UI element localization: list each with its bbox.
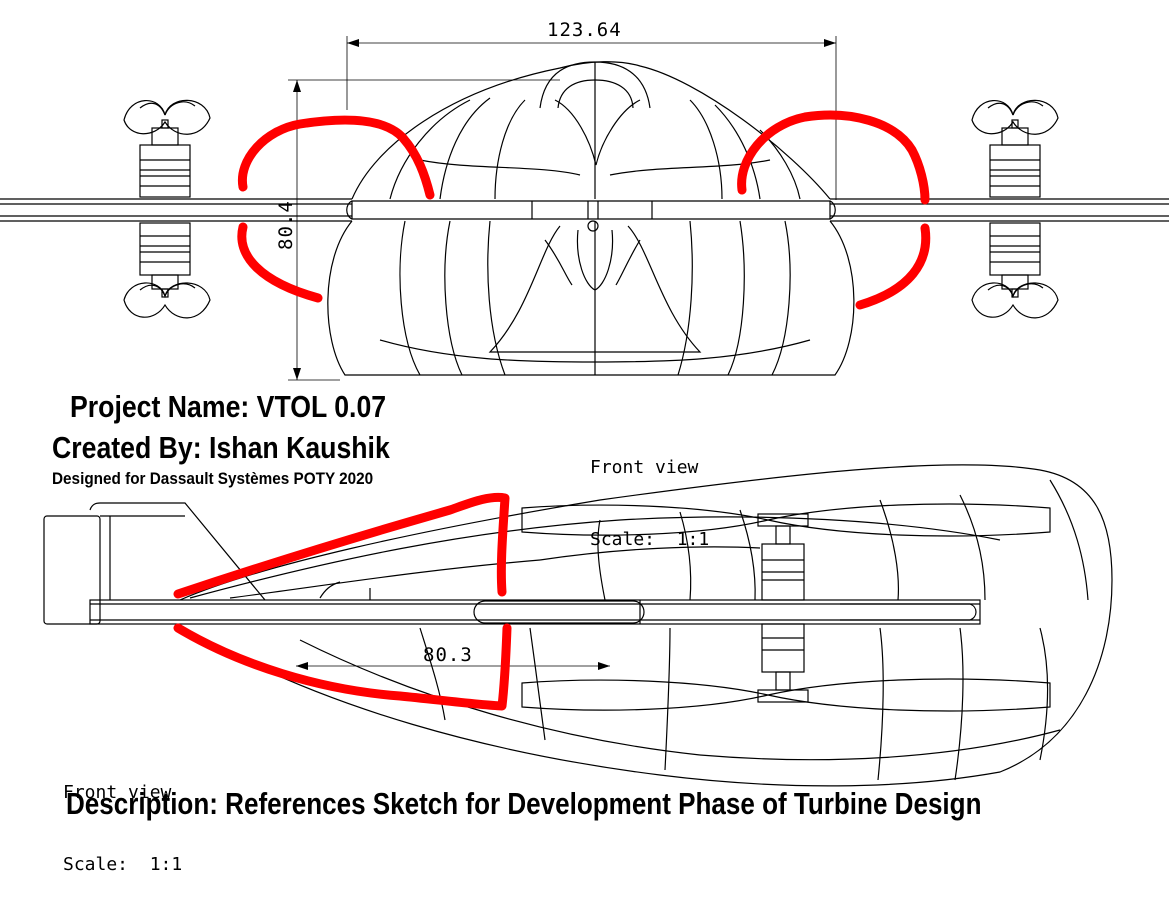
top-view-caption: Front view Scale: 1:1 [590, 408, 709, 576]
upper-dome [351, 61, 831, 200]
technical-drawing: 123.64 80.4 80.3 [0, 19, 1169, 787]
lower-hull [327, 220, 855, 376]
wing-beam [0, 198, 1169, 222]
designed-for: Designed for Dassault Systèmes POTY 2020 [52, 469, 374, 488]
length-dimension-label: 80.3 [423, 644, 473, 666]
top-view [0, 36, 1169, 381]
height-dimension [288, 79, 560, 381]
markup-top-right-upper [737, 110, 930, 205]
top-view-scale: Scale: 1:1 [590, 529, 710, 550]
project-name: Project Name: VTOL 0.07 [70, 389, 387, 424]
side-view-scale: Scale: 1:1 [63, 854, 183, 875]
side-rotors [521, 503, 1051, 712]
right-motor-assembly [971, 99, 1059, 319]
length-dimension [296, 662, 610, 670]
side-view-label: Front view [63, 782, 172, 803]
tail-fin [43, 502, 266, 625]
left-motor-assembly [123, 99, 211, 319]
height-dimension-label: 80.4 [275, 200, 297, 250]
top-view-label: Front view [590, 457, 699, 478]
created-by: Created By: Ishan Kaushik [52, 430, 390, 465]
markup-side-lower [173, 623, 512, 711]
red-markup [173, 110, 931, 711]
markup-top-right-lower [855, 223, 931, 310]
envelope [179, 464, 1113, 787]
width-dimension-label: 123.64 [547, 19, 622, 41]
side-view [43, 464, 1113, 787]
markup-side-upper [173, 492, 510, 599]
description: Description: References Sketch for Devel… [66, 786, 982, 821]
markup-top-left-lower [237, 222, 323, 303]
boom [89, 599, 981, 625]
markup-top-left-upper [237, 115, 435, 200]
center-band [346, 200, 836, 232]
